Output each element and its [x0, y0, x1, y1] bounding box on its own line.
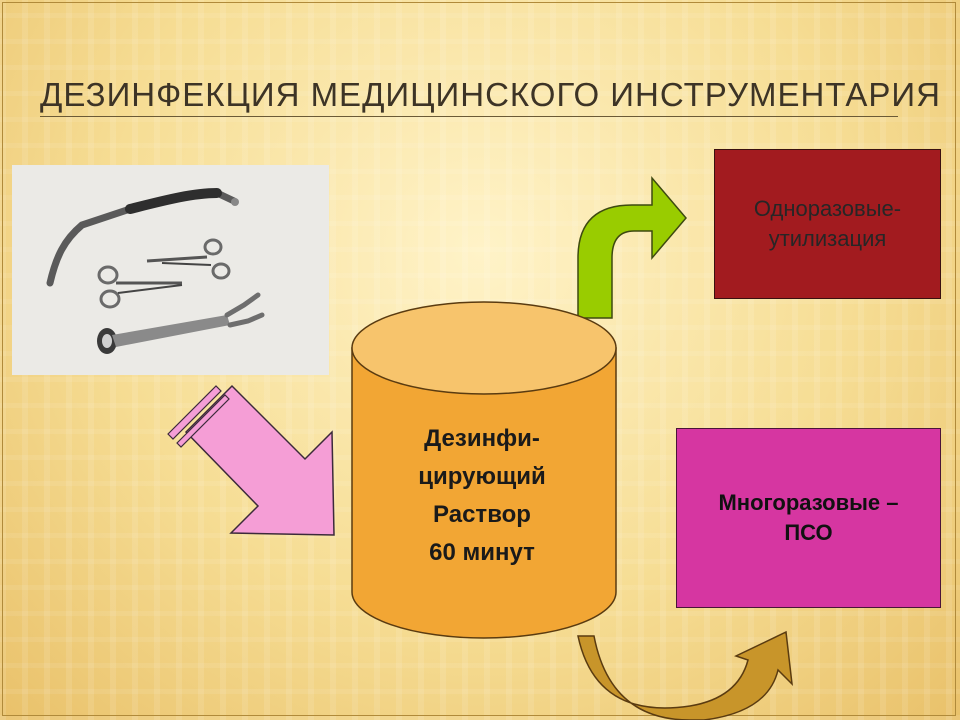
instruments-photo [12, 165, 329, 375]
green-arrow-icon [577, 175, 687, 319]
fork-instrument-icon [97, 292, 265, 354]
reusable-box: Многоразовые – ПСО [676, 428, 941, 608]
pink-arrow-icon [167, 384, 335, 536]
reusable-label: Многоразовые – ПСО [718, 490, 899, 545]
brown-arrow-icon [577, 630, 793, 720]
disposable-label: Одноразовые- утилизация [753, 196, 902, 251]
disposable-box: Одноразовые- утилизация [714, 149, 941, 299]
scissors-upper-icon [146, 238, 231, 280]
disinfection-cylinder [351, 301, 617, 639]
title-underline [40, 116, 898, 117]
cylinder-label: Дезинфи- цирующий Раствор 60 минут [418, 425, 546, 566]
scissors-lower-icon [97, 265, 183, 309]
slide-title: ДЕЗИНФЕКЦИЯ МЕДИЦИНСКОГО ИНСТРУМЕНТАРИЯ [40, 76, 941, 113]
